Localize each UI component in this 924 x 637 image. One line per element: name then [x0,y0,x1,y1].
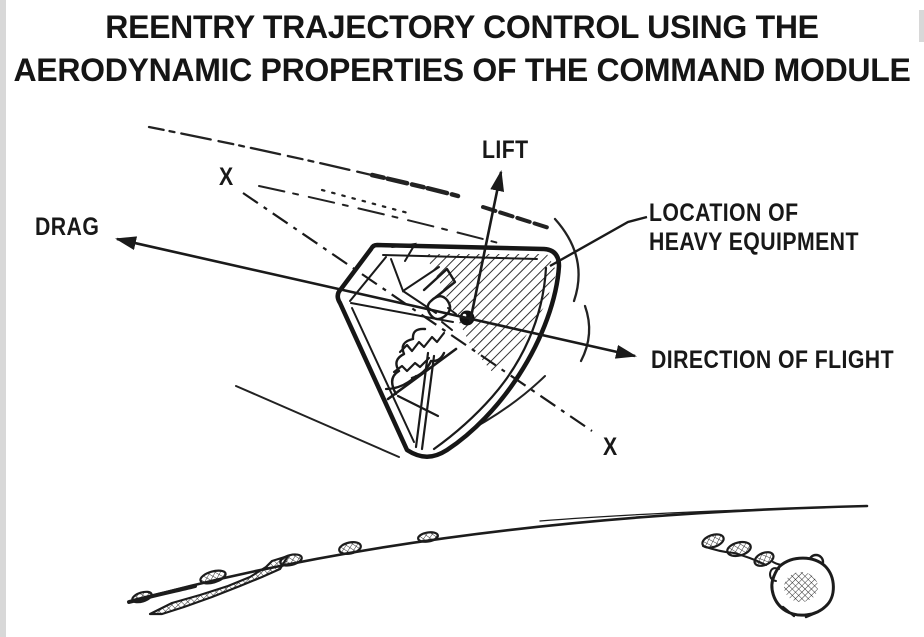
drag-label: DRAG [35,213,100,241]
heavy-equipment-hatch-area [426,254,557,373]
horizon-curve-double [539,505,867,522]
title-line-1: REENTRY TRAJECTORY CONTROL USING THE [105,9,819,45]
wake-line-lower-left [235,385,400,458]
heavy-equipment-label: LOCATION OF HEAVY EQUIPMENT [649,199,859,257]
wake-arc-upper [553,217,580,303]
wake-arc-lower [579,304,591,363]
wake-line-dotted [320,188,410,215]
coastal-islands [131,531,439,604]
direction-of-flight-label: DIRECTION OF FLIGHT [651,346,894,374]
horizon-curve [127,504,869,604]
command-module-cutaway [335,242,562,459]
x-axis-label-bottom: X [603,433,618,461]
x-axis-line [242,192,593,432]
page-title: REENTRY TRAJECTORY CONTROL USING THE AER… [0,6,924,92]
astronaut-couch-sketch [384,267,458,401]
large-island [148,554,290,616]
lift-arrow [468,170,505,323]
wake-line-top-heavy-end [369,172,461,199]
heavy-equipment-label-line2: HEAVY EQUIPMENT [649,228,859,256]
peninsula-landmass [701,533,835,619]
lift-label: LIFT [482,136,529,164]
title-line-2: AERODYNAMIC PROPERTIES OF THE COMMAND MO… [13,52,911,88]
heavy-equipment-label-line1: LOCATION OF [649,199,799,227]
wake-line-mid [258,185,507,246]
scan-edge-right [919,10,924,42]
direction-of-flight-arrow [466,316,637,359]
scan-edge-left [0,0,6,637]
x-axis-label-top: X [219,163,234,191]
force-vectors [115,170,648,432]
wake-line-top [147,125,382,179]
heavy-equipment-leader-line [549,215,648,268]
earth-horizon [127,504,869,619]
drag-arrow [115,236,468,320]
